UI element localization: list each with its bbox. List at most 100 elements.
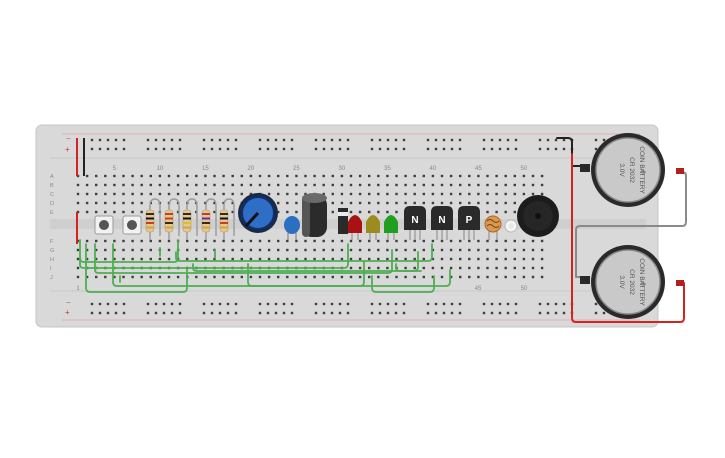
hole [113,201,116,205]
transistor-1[interactable]: N [404,206,426,240]
led-yellow[interactable] [366,215,380,240]
jumper-wires[interactable] [79,239,451,293]
rail-hole [162,147,166,151]
push-button-2[interactable] [122,215,142,235]
hole [95,210,98,214]
hole [76,192,80,196]
rail-hole [434,138,438,142]
white-led[interactable] [504,219,518,233]
rail-hole [266,302,270,306]
hole [249,192,253,196]
hole [358,248,362,252]
hole [495,210,498,214]
hole [540,192,544,196]
hole [213,192,216,196]
rail-hole [426,138,430,142]
hole [286,192,289,196]
hole [440,183,444,187]
resistor-3[interactable] [182,198,198,240]
rail-hole [266,147,270,151]
photoresistor[interactable] [484,215,502,240]
hole [304,174,307,178]
rail-hole [234,311,238,315]
hole [495,183,498,187]
hole [267,239,271,243]
hole [340,239,344,243]
hole [459,174,462,178]
hole [522,239,526,243]
hole [513,192,516,196]
rail-hole [450,147,454,151]
hole [213,174,216,178]
hole [322,183,325,187]
rail-hole [594,138,598,142]
hole [286,248,289,252]
rail-hole [514,311,518,315]
transistor-2[interactable]: N [431,206,453,240]
hole [149,183,152,187]
led-green[interactable] [384,215,398,240]
rail-hole [378,311,382,315]
row-letter-B: B [50,183,54,189]
resistor-2[interactable] [164,198,180,240]
hole [231,239,234,243]
hole [231,192,234,196]
hole [495,239,498,243]
rail-hole [378,138,382,142]
ceramic-capacitor[interactable] [284,216,300,240]
resistor-1[interactable] [145,198,161,240]
rail-hole [338,147,342,151]
resistor-5[interactable] [219,198,235,240]
potentiometer[interactable] [238,193,278,233]
hole [85,201,89,205]
hole [195,192,198,196]
battery-wires[interactable] [556,137,687,323]
coin-battery-2[interactable]: COIN BATTERY CR 2032 3.0V + [580,245,684,319]
hole [304,239,307,243]
hole [176,192,180,196]
rail-hole [450,302,454,306]
rail-hole [106,138,110,142]
hole [513,201,516,205]
hole [149,192,152,196]
hole [195,183,198,187]
resistors[interactable] [145,198,235,240]
hole [331,275,334,279]
electrolytic-capacitor[interactable] [302,193,327,237]
coin-battery-1[interactable]: COIN BATTERY CR 2032 3.0V + [580,133,684,207]
hole [122,183,125,187]
hole [395,210,398,214]
rail-hole [426,311,430,315]
rail-hole [602,138,606,142]
rail-hole [178,311,182,315]
transistor-3[interactable]: P [458,206,480,240]
push-button-1[interactable] [94,215,114,235]
rail-hole [314,147,318,151]
hole [495,201,498,205]
hole [513,266,516,270]
hole [522,174,526,178]
hole [504,183,507,187]
transistor-2-label: N [438,215,445,226]
hole [540,183,544,187]
rail-hole [322,311,326,315]
rail-hole [162,311,166,315]
row-letter-F: F [50,239,54,245]
hole [540,257,544,261]
column-number-5: 5 [113,166,117,172]
hole [277,183,280,187]
rail-hole [458,311,462,315]
hole [422,183,425,187]
diode[interactable] [338,208,348,234]
hole [422,174,425,178]
hole [404,275,407,279]
hole [186,239,189,243]
hole [104,248,107,252]
hole [222,192,225,196]
rail-hole [114,311,118,315]
led-red[interactable] [348,215,362,240]
piezo-buzzer[interactable] [517,195,559,237]
rail-hole [482,147,486,151]
resistor-4[interactable] [201,198,217,240]
